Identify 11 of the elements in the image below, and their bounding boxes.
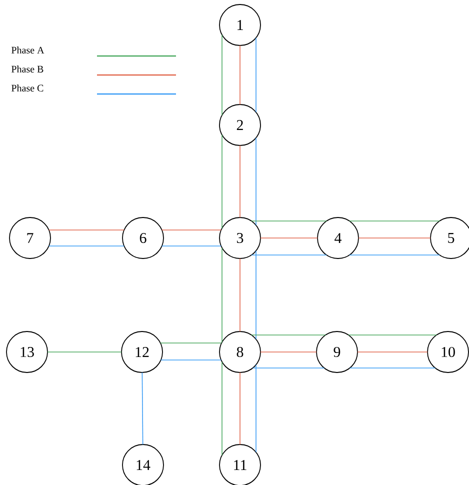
- legend-label: Phase B: [11, 65, 44, 73]
- phase-line: [349, 254, 440, 256]
- phase-line: [251, 254, 327, 256]
- phase-line: [251, 220, 327, 222]
- phase-line: [349, 220, 440, 222]
- legend-label: Phase A: [11, 46, 44, 54]
- phase-line: [251, 334, 326, 336]
- phase-line: [160, 342, 222, 344]
- phase-line: [142, 372, 144, 445]
- phase-line: [348, 334, 437, 336]
- legend-label: Phase C: [11, 84, 44, 92]
